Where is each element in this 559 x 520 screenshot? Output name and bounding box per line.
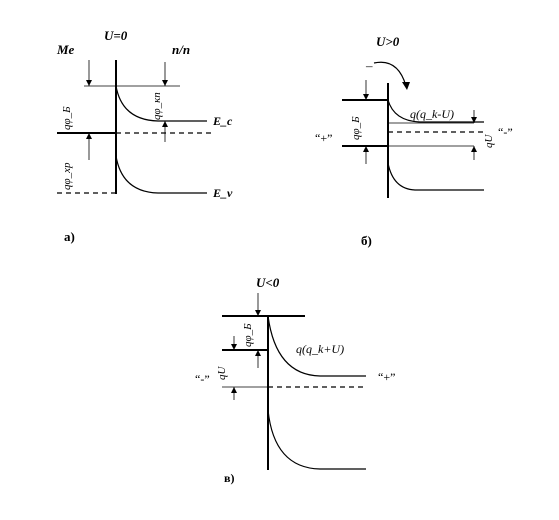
panel-a-phixp-label: qφ_xp — [61, 162, 73, 190]
panel-c-title: U<0 — [256, 275, 280, 290]
panel-c-minus-sign: “-” — [195, 372, 210, 386]
panel-b-minus-sign: “-” — [498, 125, 513, 139]
panel-c-qu-upper-arrowhead — [231, 344, 237, 350]
panel-a-phikn-label: qφ_кп — [151, 92, 163, 120]
panel-c-diagram: U<0 qφ_Б qU “-” “+” q(q_k+U) в) — [195, 275, 395, 485]
panel-a-diagram: U=0 Me n/n E_c E_v qφ_Б qφ_xp qφ_кп а) — [56, 28, 233, 244]
panel-a-semiconductor-label: n/n — [172, 42, 190, 57]
panel-b-diagram: U>0 – qφ_Б “+” “-” q(q_k-U) qU б) — [315, 34, 513, 248]
panel-c-caption: в) — [224, 471, 234, 485]
panel-c-top-arrowhead — [255, 310, 261, 316]
panel-b-qu-lower-arrowhead — [471, 146, 477, 152]
panel-c-qu-lower-arrowhead — [231, 387, 237, 393]
panel-a-phib-label: qφ_Б — [61, 106, 73, 130]
panel-a-phikn-lower-arrowhead — [162, 121, 168, 127]
panel-c-plus-sign: “+” — [378, 370, 395, 384]
panel-b-top-minus: – — [365, 58, 373, 73]
panel-c-qu-label: qU — [216, 366, 228, 381]
panel-b-valence-band-curve — [387, 162, 484, 191]
panel-c-phib-lower-arrowhead — [255, 350, 261, 356]
panel-b-title: U>0 — [376, 34, 400, 49]
panel-a-phib-lower-arrowhead — [86, 133, 92, 139]
panel-c-conduction-band-curve — [267, 315, 366, 377]
panel-b-conduction-band-curve — [387, 99, 484, 123]
panel-a-caption: а) — [64, 229, 75, 244]
panel-c-barrier-label: q(q_k+U) — [296, 342, 344, 356]
panel-b-phib-label: qφ_Б — [350, 116, 362, 140]
panel-a-ev-label: E_v — [212, 186, 233, 200]
panel-a-valence-band-curve — [115, 155, 207, 194]
panel-c-phib-label: qφ_Б — [242, 323, 254, 347]
panel-a-metal-label: Me — [56, 42, 75, 57]
panel-b-phib-lower-arrowhead — [363, 146, 369, 152]
panel-b-caption: б) — [361, 233, 372, 248]
panel-a-ec-label: E_c — [212, 114, 233, 128]
panel-b-qu-label: qU — [483, 134, 495, 149]
panel-b-plus-sign: “+” — [315, 131, 332, 145]
panel-c-valence-band-curve — [267, 409, 366, 470]
panel-b-barrier-label: q(q_k-U) — [410, 107, 454, 121]
panel-b-curved-arrowhead — [402, 82, 410, 90]
panel-a-phib-upper-arrowhead — [86, 80, 92, 86]
panel-b-curved-arrow — [373, 61, 407, 87]
panel-a-phikn-upper-arrowhead — [162, 80, 168, 86]
panel-b-phib-upper-arrowhead — [363, 94, 369, 100]
panel-b-qu-upper-arrowhead — [471, 117, 477, 123]
panel-a-conduction-band-curve — [115, 85, 207, 122]
panel-a-title: U=0 — [104, 28, 128, 43]
